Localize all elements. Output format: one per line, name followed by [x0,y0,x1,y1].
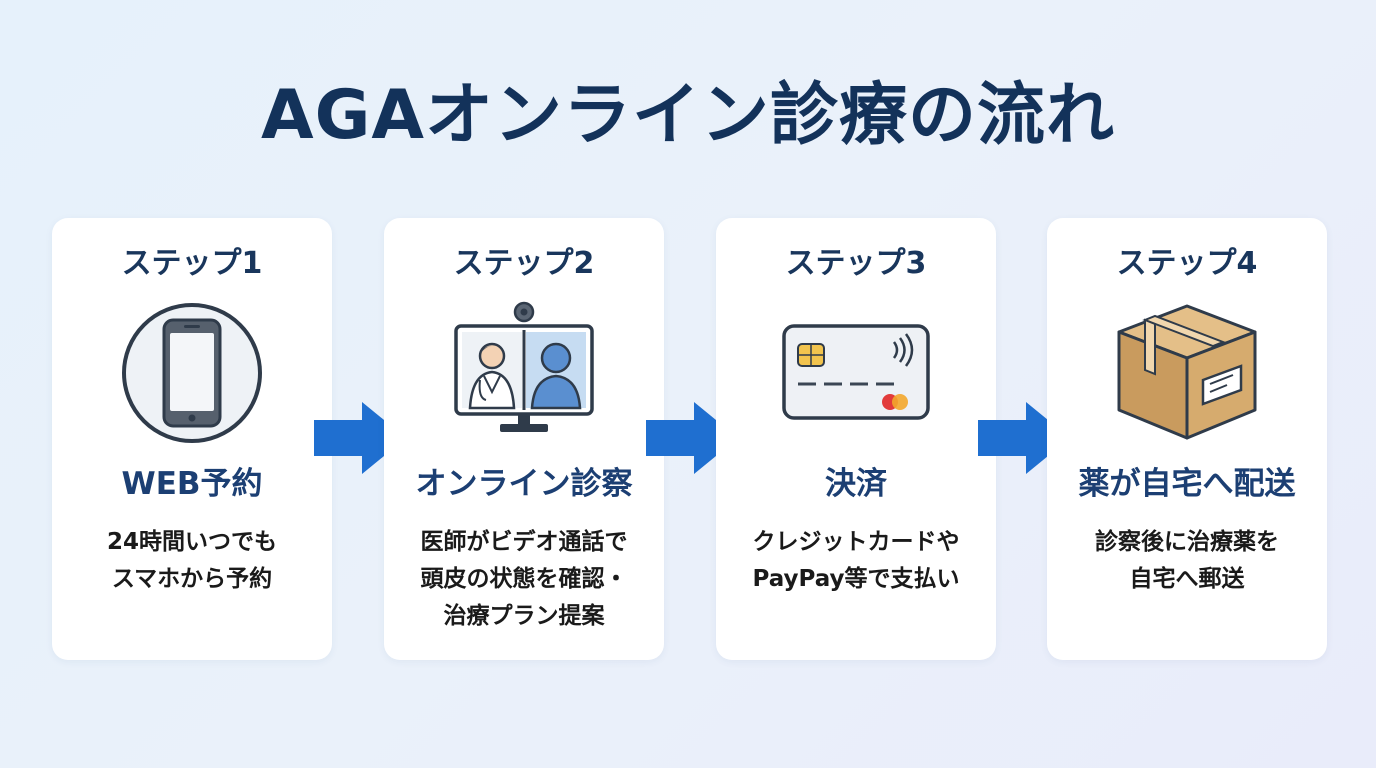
description-line: 自宅へ郵送 [1129,566,1245,592]
arrow-right-icon [646,402,738,474]
credit-card-icon [776,298,936,448]
step-label: ステップ4 [1116,246,1258,281]
description-line: クレジットカードや [752,529,960,555]
page-title: AGAオンライン診療の流れ [260,76,1116,155]
description-line: 頭皮の状態を確認・ [420,566,628,592]
description-line: 24時間いつでも [106,529,277,555]
description-line: PayPay等で支払い [752,566,960,592]
step-label: ステップ2 [453,246,595,281]
smartphone-icon [112,298,272,448]
step-label: ステップ3 [785,246,927,281]
description-line: 治療プラン提案 [443,603,605,629]
step-heading: 薬が自宅へ配送 [1078,466,1296,502]
step-description: クレジットカードや PayPay等で支払い [726,524,986,598]
step-description: 24時間いつでも スマホから予約 [62,524,322,598]
video-call-icon [444,298,604,448]
step-card-3: ステップ3 決済 クレジットカードや PayPay等で支払い [716,218,996,660]
package-box-icon [1107,298,1267,448]
step-heading: WEB予約 [121,466,263,502]
step-heading: オンライン診察 [415,466,633,502]
step-label: ステップ1 [121,246,263,281]
step-card-2: ステップ2 オンライン診察 医師がビデオ通話で 頭皮の状態を確認・ 治療プラン提… [384,218,664,660]
step-card-1: ステップ1 WEB予約 24時間いつでも スマホから予約 [52,218,332,660]
step-description: 医師がビデオ通話で 頭皮の状態を確認・ 治療プラン提案 [394,524,654,635]
step-card-4: ステップ4 薬が自宅へ配送 診察後に治療薬を 自宅へ郵送 [1047,218,1327,660]
step-description: 診察後に治療薬を 自宅へ郵送 [1057,524,1317,598]
description-line: 医師がビデオ通話で [420,529,628,555]
arrow-right-icon [314,402,406,474]
description-line: スマホから予約 [111,566,273,592]
description-line: 診察後に治療薬を [1095,529,1279,555]
step-heading: 決済 [825,466,887,502]
